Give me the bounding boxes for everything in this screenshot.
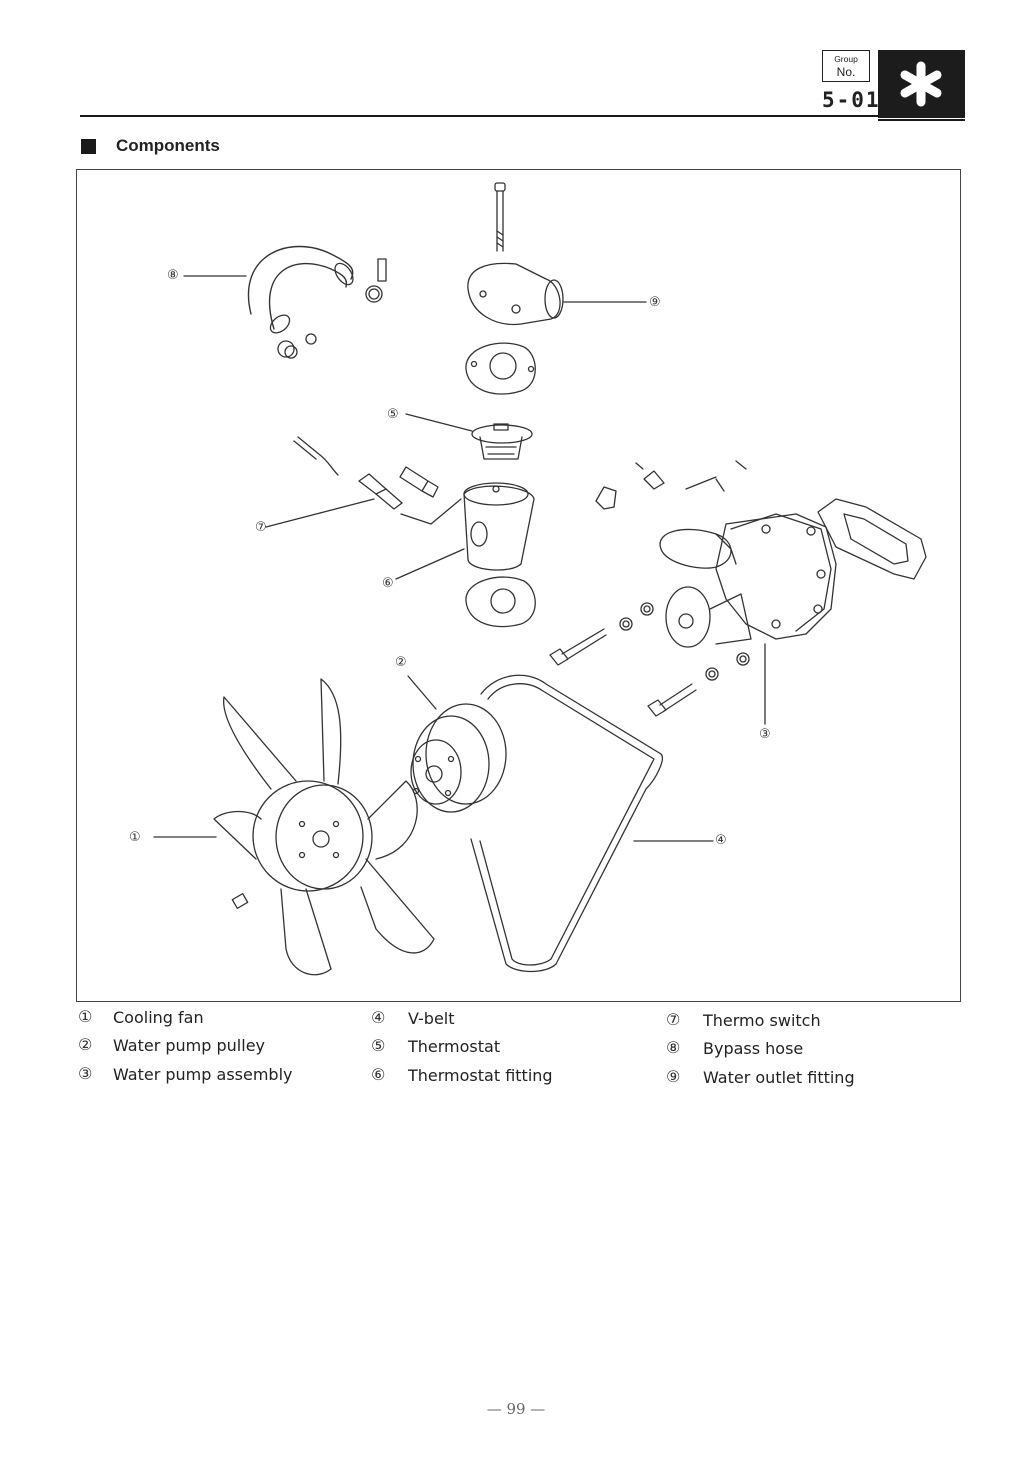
legend-label: Water pump assembly bbox=[113, 1065, 292, 1084]
legend-label: Thermostat bbox=[408, 1037, 500, 1056]
callout-4: ④ bbox=[715, 833, 727, 848]
water-pump-pulley-drawing bbox=[411, 704, 506, 812]
thermostat-fitting-drawing bbox=[464, 483, 534, 570]
legend-label: Water pump pulley bbox=[113, 1036, 265, 1055]
callout-3: ③ bbox=[759, 727, 771, 742]
thermostat-drawing bbox=[472, 424, 532, 459]
legend-number: ⑨ bbox=[666, 1067, 680, 1086]
water-outlet-fitting-drawing bbox=[468, 183, 563, 324]
legend-number: ⑥ bbox=[371, 1065, 385, 1084]
header-rule-right bbox=[878, 119, 965, 121]
section-title: Components bbox=[116, 136, 220, 156]
legend-label: Cooling fan bbox=[113, 1008, 204, 1027]
group-number: 5-01 bbox=[822, 88, 881, 112]
section-bullet bbox=[81, 139, 96, 154]
legend-number: ④ bbox=[371, 1008, 385, 1027]
cooling-fan-drawing bbox=[214, 679, 434, 975]
legend-number: ① bbox=[78, 1007, 92, 1026]
thermo-switch-drawing bbox=[294, 437, 402, 509]
callout-7: ⑦ bbox=[255, 520, 267, 535]
group-number-box: Group No. bbox=[822, 50, 870, 82]
legend-number: ⑤ bbox=[371, 1036, 385, 1055]
bypass-hose-drawing bbox=[248, 247, 386, 359]
legend-label: Water outlet fitting bbox=[703, 1068, 855, 1087]
callout-5: ⑤ bbox=[387, 407, 399, 422]
callout-1: ① bbox=[129, 830, 141, 845]
callout-8: ⑧ bbox=[167, 268, 179, 283]
asterisk-icon bbox=[878, 50, 965, 118]
legend-number: ⑦ bbox=[666, 1010, 680, 1029]
no-label: No. bbox=[823, 66, 869, 79]
callout-2: ② bbox=[395, 655, 407, 670]
legend-label: Thermostat fitting bbox=[408, 1066, 553, 1085]
exploded-view-drawing bbox=[76, 169, 961, 1002]
components-diagram: ⑧ ⑨ ⑤ ⑦ ⑥ ② ③ ① ④ bbox=[76, 169, 961, 1002]
legend-label: V-belt bbox=[408, 1009, 455, 1028]
v-belt-drawing bbox=[471, 675, 662, 971]
legend-number: ③ bbox=[78, 1064, 92, 1083]
section-badge bbox=[878, 50, 965, 118]
gasket-drawing bbox=[466, 343, 535, 394]
legend-label: Thermo switch bbox=[703, 1011, 821, 1030]
legend-number: ⑧ bbox=[666, 1038, 680, 1057]
header-rule bbox=[80, 115, 878, 117]
page-number: — 99 — bbox=[470, 1400, 562, 1418]
callout-6: ⑥ bbox=[382, 576, 394, 591]
legend-label: Bypass hose bbox=[703, 1039, 803, 1058]
callout-9: ⑨ bbox=[649, 295, 661, 310]
legend-number: ② bbox=[78, 1035, 92, 1054]
